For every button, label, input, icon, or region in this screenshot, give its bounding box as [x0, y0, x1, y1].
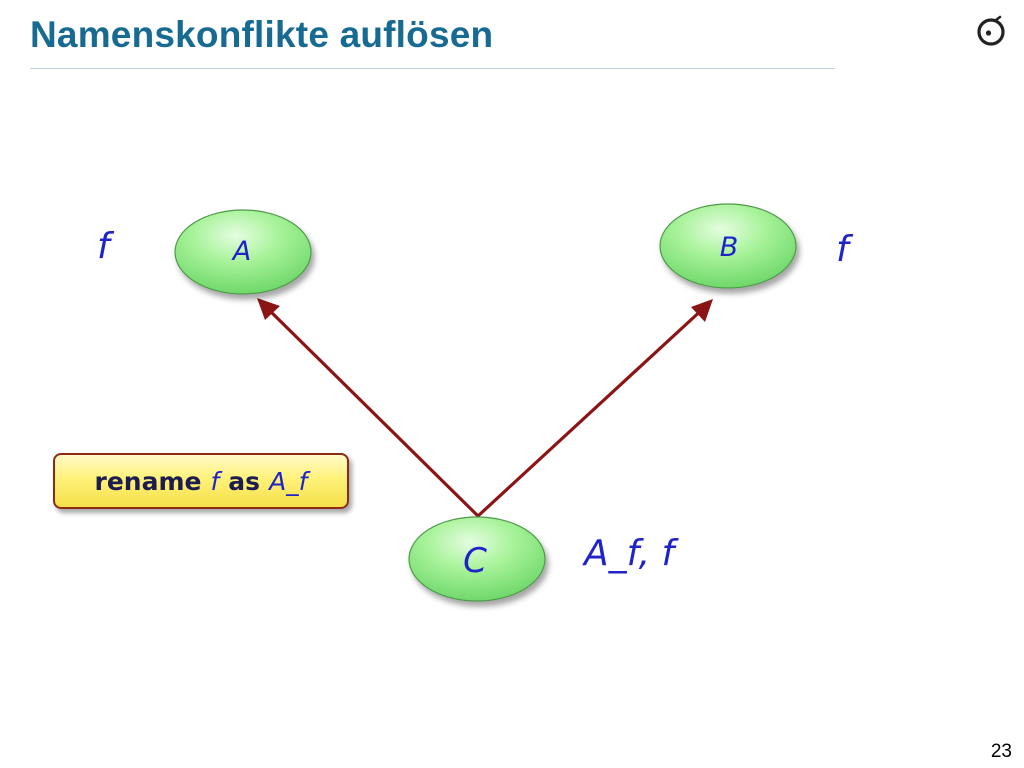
feature-a: f: [97, 226, 110, 267]
class-node-b: B: [659, 203, 797, 289]
class-node-a: A: [174, 209, 312, 295]
page-number: 23: [990, 741, 1012, 762]
slide-title: Namenskonflikte auflösen: [30, 14, 494, 55]
node-a-label: A: [231, 236, 251, 267]
edge-c-to-b: [476, 299, 713, 518]
edge-c-to-a: [257, 298, 480, 518]
node-c-label: C: [463, 541, 487, 581]
node-b-label: B: [720, 232, 739, 263]
keyword-as: as: [228, 466, 261, 496]
title-divider: [30, 68, 835, 69]
old-feature-name: f: [210, 466, 220, 496]
arrowhead-a-icon: [257, 298, 280, 320]
feature-b: f: [836, 229, 849, 270]
eiffel-logo-icon: [977, 15, 1005, 46]
rename-clause-box: rename f as A_f: [53, 453, 349, 509]
keyword-rename: rename: [94, 466, 202, 496]
class-node-c: C: [408, 516, 546, 602]
new-feature-name: A_f: [269, 466, 308, 496]
arrowhead-b-icon: [691, 299, 713, 322]
feature-c: A_f, f: [584, 533, 675, 574]
